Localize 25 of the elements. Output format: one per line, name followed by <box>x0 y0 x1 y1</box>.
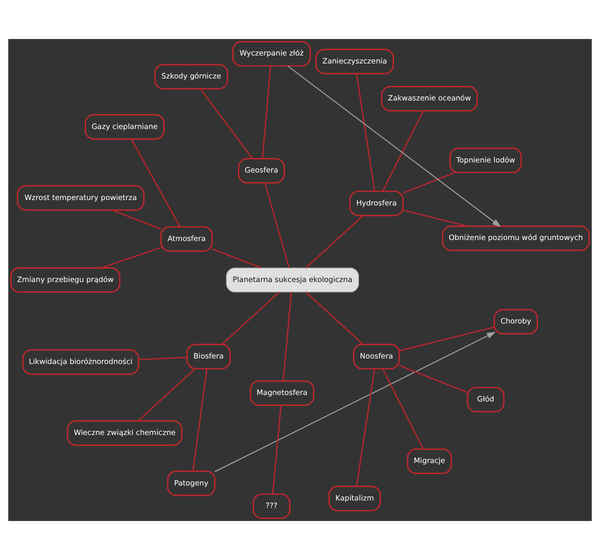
connector <box>264 182 290 268</box>
connector <box>305 292 364 345</box>
connector <box>282 292 292 381</box>
connector <box>382 368 424 450</box>
connector <box>382 110 424 192</box>
connector <box>356 74 376 192</box>
connector <box>402 209 468 227</box>
connector <box>138 368 196 422</box>
connector <box>200 88 253 160</box>
connector <box>399 364 468 394</box>
connector <box>222 292 280 345</box>
connector <box>130 138 180 228</box>
connector <box>212 248 262 268</box>
arrow <box>214 332 496 472</box>
connector <box>305 215 364 268</box>
connector <box>192 368 208 472</box>
connector <box>138 356 187 360</box>
connector <box>356 368 376 486</box>
connector <box>272 405 282 494</box>
connector <box>100 247 162 269</box>
connector <box>262 66 272 158</box>
connector <box>399 326 494 352</box>
arrow <box>287 65 501 228</box>
connector <box>112 209 162 230</box>
connector <box>402 172 456 194</box>
